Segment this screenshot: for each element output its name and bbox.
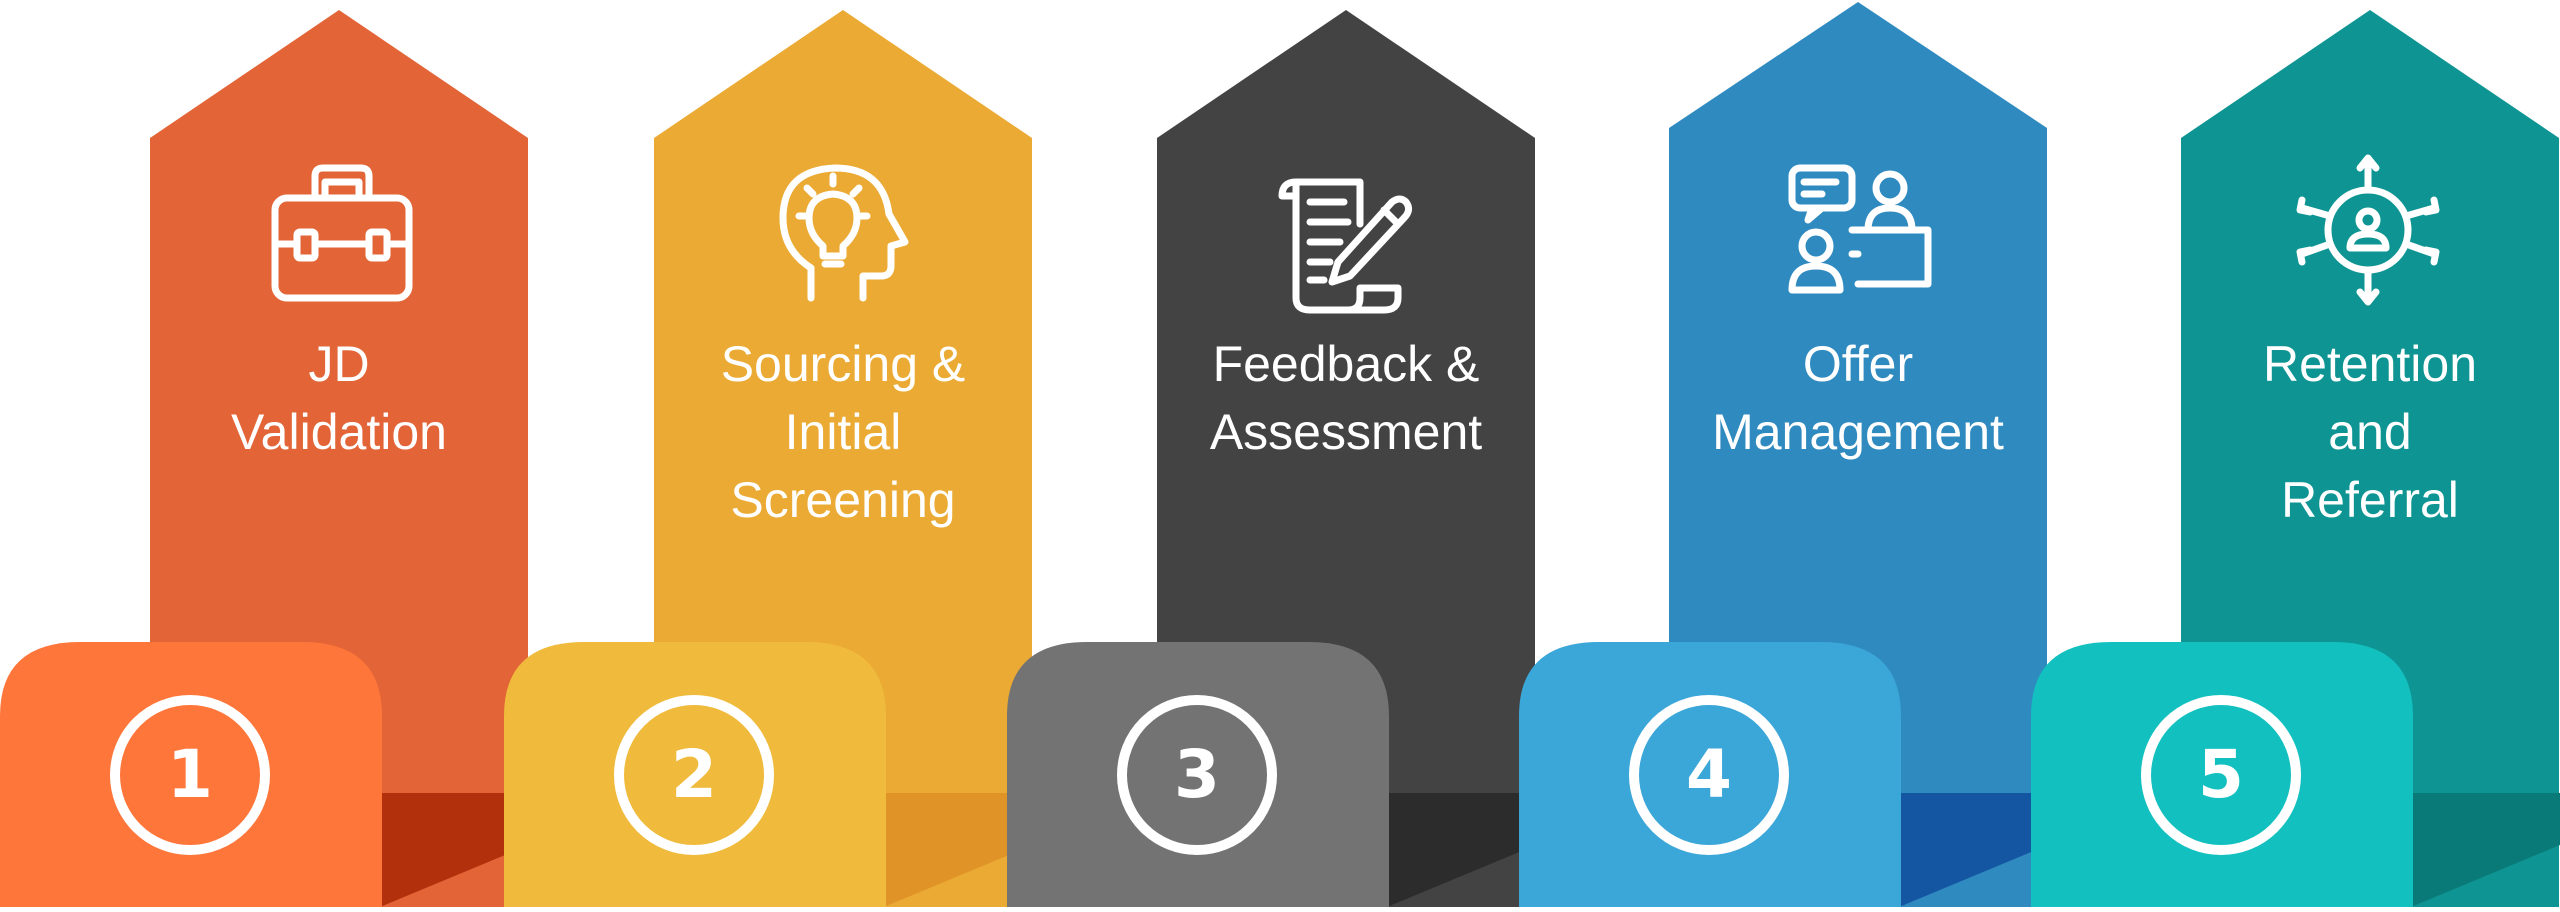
step-4-label-line: Management bbox=[1712, 404, 2004, 460]
person-network-icon bbox=[2296, 154, 2440, 306]
step-5-label-line: and bbox=[2328, 404, 2412, 460]
step-2-label-line: Screening bbox=[730, 472, 956, 528]
briefcase-icon bbox=[271, 164, 413, 302]
step-1-label: JD Validation bbox=[159, 330, 519, 466]
step-4-label-line: Offer bbox=[1802, 336, 1914, 392]
interview-desk-icon bbox=[1788, 164, 1932, 294]
step-2-number-badge: 2 bbox=[614, 695, 774, 855]
step-4-number-badge: 4 bbox=[1629, 695, 1789, 855]
step-5-label-line: Referral bbox=[2281, 472, 2459, 528]
step-3-number-badge: 3 bbox=[1117, 695, 1277, 855]
step-3-label-line: Feedback & bbox=[1212, 336, 1480, 392]
step-2-label-line: Initial bbox=[784, 404, 902, 460]
step-2-label-line: Sourcing & bbox=[720, 336, 966, 392]
step-1-label-line: JD bbox=[308, 336, 370, 392]
document-pen-icon bbox=[1278, 178, 1413, 314]
step-3-label: Feedback & Assessment bbox=[1166, 330, 1526, 466]
step-3-label-line: Assessment bbox=[1209, 404, 1483, 460]
step-5-fold bbox=[2411, 793, 2560, 907]
head-lightbulb-icon bbox=[779, 164, 909, 302]
step-5-number-badge: 5 bbox=[2141, 695, 2301, 855]
step-1-number-badge: 1 bbox=[110, 695, 270, 855]
step-1-label-line: Validation bbox=[231, 404, 447, 460]
step-5-label-line: Retention bbox=[2262, 336, 2478, 392]
